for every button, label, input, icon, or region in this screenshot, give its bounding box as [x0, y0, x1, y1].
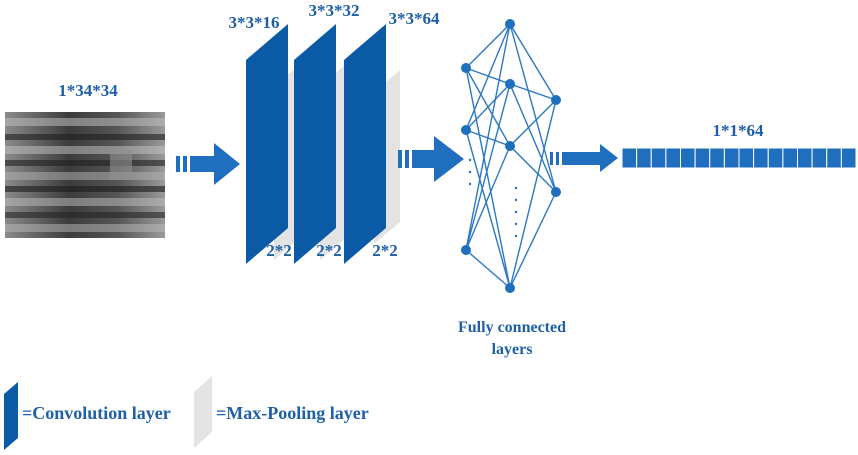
fc-nodes: [461, 19, 561, 293]
output-cell: [709, 147, 725, 169]
output-cell: [782, 147, 799, 169]
output-cell: [723, 147, 740, 169]
legend: =Convolution layer =Max-Pooling layer: [4, 376, 369, 450]
output-cell: [665, 147, 682, 169]
output-cell: [636, 147, 652, 169]
fc-node: [505, 141, 515, 151]
conv-1-label: 3*3*16: [229, 13, 280, 32]
legend-conv-swatch: [4, 382, 18, 450]
conv-slab-2: [294, 24, 336, 264]
conv-slab-3: [344, 24, 386, 264]
fc-node: [505, 283, 515, 293]
legend-pool-label: =Max-Pooling layer: [216, 403, 369, 423]
output-cell: [680, 147, 696, 169]
fc-node: [505, 79, 515, 89]
fc-node: [551, 187, 561, 197]
legend-pool-swatch: [194, 376, 212, 448]
output-cell: [621, 147, 638, 169]
input-size-label: 1*34*34: [58, 81, 118, 100]
output-size-label: 1*1*64: [713, 121, 765, 140]
arrow-conv-to-fc: [398, 136, 464, 182]
output-cell: [767, 147, 784, 169]
output-cell: [738, 147, 755, 169]
output-cell: [650, 147, 667, 169]
fc-node: [461, 63, 471, 73]
output-cell: [840, 147, 857, 169]
arrow-fc-to-output: [550, 144, 618, 172]
fc-label-line2: layers: [492, 341, 533, 358]
pool-1-label: 2*2: [266, 241, 292, 260]
arrow-input-to-conv: [176, 143, 240, 185]
output-cell: [826, 147, 842, 169]
conv-slab-1: [246, 24, 288, 264]
output-cell: [797, 147, 813, 169]
output-cell: [694, 147, 711, 169]
fc-node: [461, 125, 471, 135]
conv-pool-stack: [246, 24, 400, 264]
conv-2-label: 3*3*32: [309, 1, 360, 20]
fc-node: [461, 245, 471, 255]
output-cell: [753, 147, 769, 169]
fc-network: [465, 23, 557, 289]
conv-3-label: 3*3*64: [389, 9, 441, 28]
fc-node: [551, 95, 561, 105]
legend-conv-label: =Convolution layer: [22, 403, 171, 423]
fc-node: [505, 19, 515, 29]
output-cell: [811, 147, 828, 169]
fc-label-line1: Fully connected: [458, 319, 566, 336]
pool-3-label: 2*2: [372, 241, 398, 260]
output-vector: [621, 147, 857, 169]
pool-2-label: 2*2: [316, 241, 342, 260]
input-image: [5, 112, 165, 238]
